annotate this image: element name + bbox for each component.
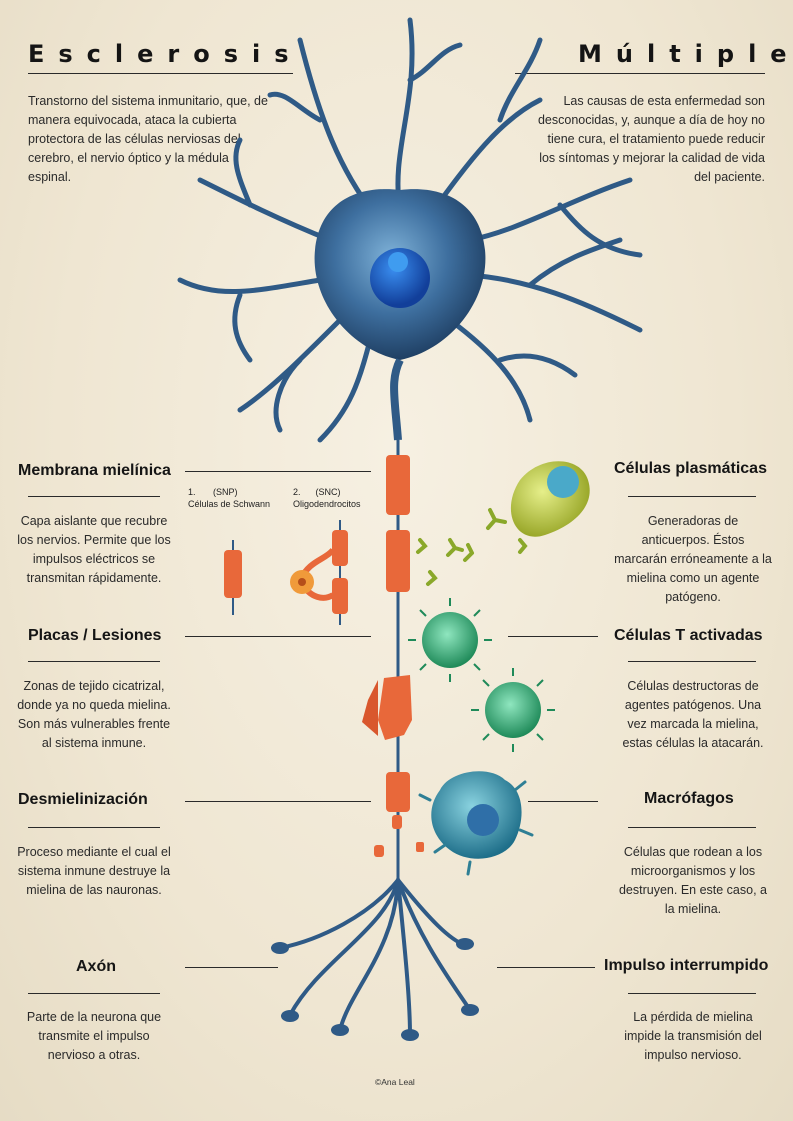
schwann-diagram [224,540,242,615]
credit: ©Ana Leal [375,1077,415,1087]
heading-placas-lesiones: Placas / Lesiones [28,627,162,644]
text-impulso-interrumpido: La pérdida de mielina impide la transmis… [624,1010,762,1062]
myelin-type-1-number: 1. [188,487,196,497]
intro-left: Transtorno del sistema inmunitario, que,… [28,94,268,184]
heading-celulas-t-activadas: Células T activadas [614,627,763,644]
connector-axon [185,967,278,969]
axon-terminals [278,878,472,1037]
myelin-sheaths [374,455,424,857]
rule-impulso [628,993,756,995]
intro-right: Las causas de esta enfermedad son descon… [537,94,765,184]
heading-celulas-plasmaticas: Células plasmáticas [614,460,767,477]
rule-celulas-t [628,661,756,663]
connector-macrofagos [528,801,598,803]
rule-membrana [28,496,160,498]
nucleus [370,248,430,308]
heading-axon: Axón [76,958,116,975]
text-placas-lesiones: Zonas de tejido cicatrizal, donde ya no … [17,679,171,750]
terminal-buttons [271,938,479,1041]
text-macrofagos: Células que rodean a los microorganismos… [618,845,767,916]
dendrites [177,17,643,443]
plasma-cell [510,461,590,537]
title-right-rule [515,73,765,75]
text-celulas-plasmaticas: Generadoras de anticuerpos. Éstos marcar… [614,514,772,604]
text-axon: Parte de la neurona que transmite el imp… [26,1010,162,1062]
myelin-type-2: 2. (SNC) Oligodendrocitos [293,486,361,510]
heading-desmielinizacion: Desmielinización [18,791,148,808]
axon-hillock [390,358,404,441]
t-cell-1 [408,598,492,682]
connector-placas [185,636,371,638]
t-cell-2 [471,668,555,752]
plaque-left [362,680,378,736]
connector-impulso [497,967,595,969]
title-left: Esclerosis [28,40,303,68]
connector-desmielinizacion [185,801,371,803]
nucleolus [388,252,408,272]
oligodendrocyte-diagram [290,520,348,625]
heading-impulso-interrumpido: Impulso interrumpido [604,957,769,974]
rule-desmielinizacion [28,827,160,829]
myelin-type-2-abbr: (SNC) [315,487,341,497]
rule-axon [28,993,160,995]
antibodies [416,508,528,586]
macrophage [418,771,534,876]
rule-macrofagos [628,827,756,829]
myelin-type-1-name: Células de Schwann [188,499,271,509]
myelin-type-1: 1. (SNP) Células de Schwann [188,486,270,510]
myelin-type-2-number: 2. [293,487,301,497]
heading-macrofagos: Macrófagos [644,790,734,807]
myelin-type-1-abbr: (SNP) [213,487,238,497]
rule-placas [28,661,160,663]
connector-membrana [185,471,371,473]
myelin-type-2-name: Oligodendrocitos [293,499,361,509]
title-right: Múltiple [578,40,793,68]
text-celulas-t-activadas: Células destructoras de agentes patógeno… [622,679,764,750]
rule-plasmaticas [628,496,756,498]
connector-celulas-t [508,636,598,638]
text-desmielinizacion: Proceso mediante el cual el sistema inmu… [17,845,171,897]
title-left-rule [28,73,293,75]
text-membrana-mielinica: Capa aislante que recubre los nervios. P… [17,514,171,585]
heading-membrana-mielinica: Membrana mielínica [18,462,171,479]
